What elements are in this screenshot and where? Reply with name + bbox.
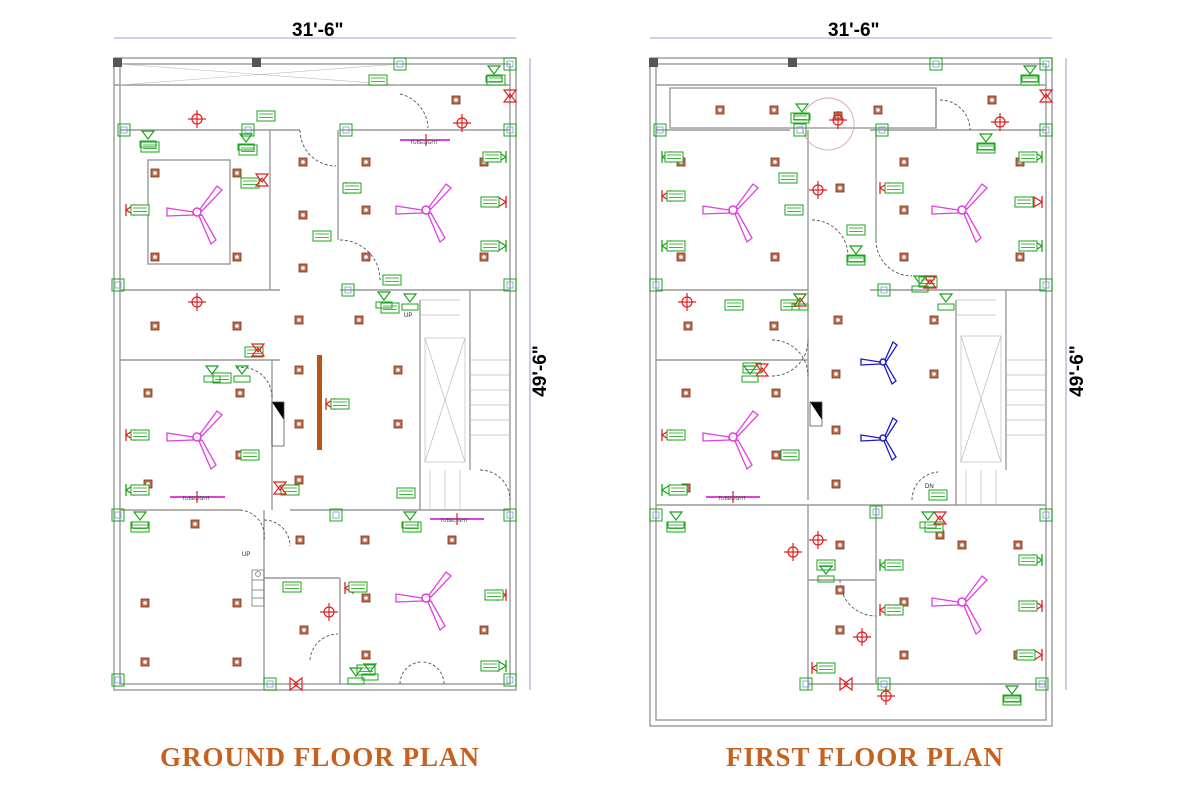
staircase — [956, 299, 1046, 505]
ground-floor-plan-title: GROUND FLOOR PLAN — [160, 742, 480, 772]
kitchen-sink — [271, 401, 285, 447]
ceiling-fan-icon — [931, 183, 988, 243]
light-points — [676, 95, 1025, 660]
stair-up-label: UP — [242, 552, 250, 558]
ceiling-fan-icon — [395, 183, 452, 243]
internal-walls — [656, 88, 1046, 690]
ceiling-fan-icon — [166, 410, 223, 470]
stair-down-label: DN — [925, 484, 934, 490]
light-points — [140, 95, 489, 667]
ceiling-fan-icon — [931, 575, 988, 635]
ground-floor-height-dimension: 49'-6" — [529, 345, 551, 397]
first-floor-height-dimension: 49'-6" — [1066, 345, 1088, 397]
columns — [111, 57, 517, 691]
ceiling-fan-icon — [702, 183, 759, 243]
staircase — [420, 299, 510, 510]
small-staircase — [251, 569, 265, 607]
internal-walls — [120, 129, 510, 684]
ceiling-fan-icon — [860, 341, 898, 385]
columns — [649, 57, 1053, 691]
ground-floor-width-dimension: 31'-6" — [292, 20, 344, 41]
doors — [235, 93, 511, 685]
ceiling-fan-icon — [166, 185, 223, 245]
bulbs — [677, 110, 1010, 706]
outer-walls — [649, 57, 1053, 727]
first-floor-width-dimension: 31'-6" — [828, 20, 880, 41]
kitchen-sink — [809, 401, 823, 427]
tubelight-label: TUBELIGHT — [182, 496, 210, 502]
switchboards — [664, 74, 1040, 706]
ceiling-fan-icon — [860, 417, 898, 461]
stair-up-label: UP — [404, 313, 412, 319]
doors — [771, 97, 971, 617]
tubelight-label: TUBELIGHT — [440, 518, 468, 524]
first-floor-plan: TUBELIGHT DN — [649, 37, 1067, 727]
exhaust-fans-green — [667, 65, 1039, 703]
tubelight-label: TUBELIGHT — [718, 496, 746, 502]
balcony — [119, 63, 401, 86]
ground-floor-plan: TUBELIGHT TUBELIGHT TUBELIGHT UP UP — [111, 37, 531, 691]
beam — [317, 355, 322, 450]
first-floor-plan-title: FIRST FLOOR PLAN — [726, 742, 1005, 772]
ceiling-fan-icon — [395, 571, 452, 631]
tubelight-label: TUBELIGHT — [410, 140, 438, 146]
outer-walls — [113, 57, 517, 691]
ceiling-fan-icon — [702, 410, 759, 470]
tubelights — [706, 491, 760, 503]
tubelights — [170, 134, 484, 525]
